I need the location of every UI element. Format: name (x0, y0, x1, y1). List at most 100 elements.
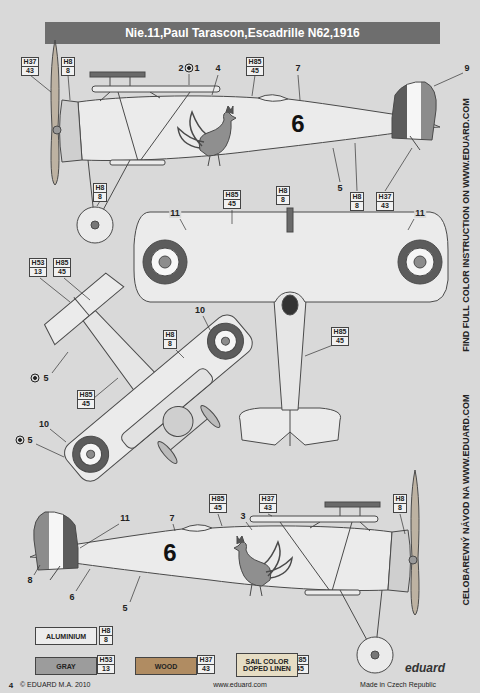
leader-line (268, 514, 272, 516)
leader-line (246, 522, 252, 530)
color-callout: H88 (350, 192, 365, 211)
leader-line (76, 569, 90, 591)
leader-line (176, 350, 184, 358)
callout-number: 7 (294, 63, 301, 73)
paint-code: H37 (260, 495, 277, 504)
legend-swatch: SAIL COLOR DOPED LINEN (236, 653, 298, 677)
plan-view-aircraft (287, 208, 293, 232)
leader-line (252, 75, 255, 96)
page-number: 4 (9, 681, 13, 690)
leader-line (298, 75, 300, 100)
color-callout: H8545 (209, 494, 228, 513)
paint-code: 8 (94, 193, 107, 201)
color-callout: H8545 (223, 190, 242, 209)
callout-number: 3 (239, 511, 246, 521)
leader-line (305, 345, 333, 356)
leader-line (189, 74, 190, 85)
paint-code: H8 (94, 184, 107, 193)
paint-code: H37 (198, 656, 215, 665)
color-callout: H5313 (29, 258, 48, 277)
callout-number: 9 (463, 63, 470, 73)
leader-line (34, 565, 40, 575)
paint-code: 8 (277, 196, 290, 204)
roundel (210, 326, 241, 357)
callout-number: 11 (169, 208, 181, 218)
leader-line (68, 75, 70, 100)
paint-code: H8 (62, 58, 75, 67)
paint-code: 8 (62, 67, 75, 75)
legend-text: GRAY (56, 663, 76, 670)
underside-view-aircraft (167, 416, 210, 452)
note: CELOBAREVNÝ NÁVOD NA WWW.EDUARD.COM (461, 394, 471, 605)
paint-code: H85 (54, 259, 71, 268)
roundel (200, 316, 251, 367)
leader-line (173, 524, 175, 531)
callout-number: 10 (194, 305, 206, 315)
callout-number: 8 (26, 575, 33, 585)
paint-code: H53 (30, 259, 47, 268)
legend-text: SAIL COLOR DOPED LINEN (237, 658, 297, 672)
paint-code: 45 (332, 337, 349, 345)
roundel (159, 256, 171, 268)
leader-line (333, 148, 340, 182)
paint-code: 8 (100, 636, 113, 644)
title-band (45, 22, 440, 44)
leader-line (385, 148, 412, 191)
color-callout: H88 (163, 330, 178, 349)
decal-position-symbol (185, 64, 193, 72)
plan-view-aircraft (290, 408, 291, 446)
callout-number: 11 (414, 208, 426, 218)
leader-line (30, 73, 463, 602)
legend-swatch: GRAY (35, 657, 97, 675)
leader-line (180, 219, 186, 230)
paint-code: 8 (351, 202, 364, 210)
decal-position-symbol (188, 67, 191, 70)
paint-code: H37 (22, 58, 39, 67)
underside-view-aircraft (60, 310, 257, 486)
roundel (398, 240, 442, 284)
brand-logo: eduard (405, 662, 445, 675)
color-callout: H8545 (53, 258, 72, 277)
paint-code: H85 (224, 191, 241, 200)
paint-code: H53 (98, 656, 115, 665)
underside-view-aircraft (155, 439, 179, 466)
leader-line (50, 429, 66, 442)
paint-code: 45 (247, 67, 264, 75)
roundel (151, 248, 179, 276)
callout-number: 1 (193, 63, 200, 73)
paint-code: 43 (260, 504, 277, 512)
callout-number: 7 (168, 513, 175, 523)
leader-line (30, 75, 51, 92)
roundel (143, 240, 442, 284)
plan-view-aircraft (134, 208, 448, 446)
leader-line (232, 210, 233, 224)
leader-line (40, 278, 70, 302)
color-callout: H3743 (259, 494, 278, 513)
footer-text: www.eduard.com (213, 681, 267, 689)
title-text: Nie.11,Paul Tarascon,Escadrille N62,1916 (45, 22, 440, 44)
decal-position-symbol (31, 374, 39, 382)
paint-code: 13 (98, 665, 115, 673)
underside-view-aircraft (74, 297, 89, 315)
roundel (65, 316, 251, 480)
leader-line (52, 352, 68, 373)
paint-code: 43 (22, 67, 39, 75)
paint-code: 13 (30, 268, 47, 276)
paint-code: H8 (100, 627, 113, 636)
paint-code: H8 (394, 495, 407, 504)
leader-line (408, 219, 414, 230)
leader-line (400, 514, 405, 534)
color-callout: H8545 (77, 390, 96, 409)
callout-number: 5 (121, 603, 128, 613)
callout-number: 5 (42, 373, 49, 383)
roundel (414, 256, 426, 268)
paint-code: H85 (210, 495, 227, 504)
leader-line (36, 444, 64, 457)
footer-text: Made in Czech Republic (360, 681, 436, 689)
plan-view-aircraft (282, 295, 298, 315)
paint-code: H8 (164, 331, 177, 340)
roundel (85, 449, 96, 460)
paint-code: 8 (164, 340, 177, 348)
decal-position-symbol (16, 64, 193, 444)
side-view-lower (29, 470, 419, 673)
